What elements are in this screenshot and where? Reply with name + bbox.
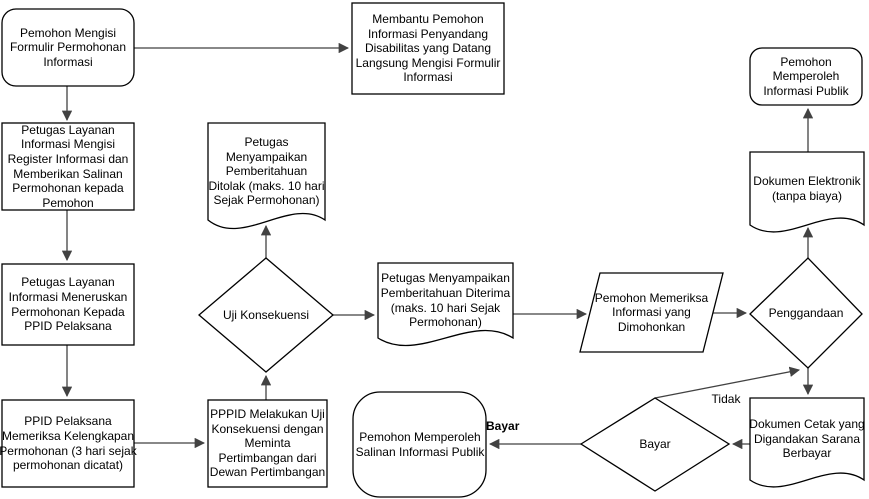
node-pemohon-mengisi-shape [1, 8, 135, 87]
edge-label-tidak: Tidak [711, 392, 741, 406]
node-dokumen-cetak-shape [749, 397, 865, 488]
node-memeriksa-informasi-shape [579, 272, 724, 353]
node-dokumen-elektronik-shape [749, 151, 865, 233]
node-petugas-meneruskan-shape [1, 263, 135, 346]
node-pemberitahuan-diterima-shape [377, 262, 514, 347]
node-petugas-register-shape [1, 122, 135, 211]
node-bayar-keputusan-shape [579, 397, 731, 492]
node-memperoleh-salinan-shape [352, 391, 487, 498]
node-pppid-uji-shape [207, 399, 328, 488]
node-uji-konsekuensi-shape [197, 257, 335, 373]
node-penggandaan-shape [749, 257, 863, 369]
connector-bayar-tidak-to-penggandaan [654, 366, 801, 399]
node-pemberitahuan-ditolak-shape [207, 122, 326, 230]
edge-label-bayar: Bayar [486, 419, 520, 433]
node-memperoleh-publik-shape [749, 47, 863, 106]
node-membantu-disabilitas-shape [351, 2, 505, 95]
node-ppid-memeriksa-shape [1, 399, 135, 488]
